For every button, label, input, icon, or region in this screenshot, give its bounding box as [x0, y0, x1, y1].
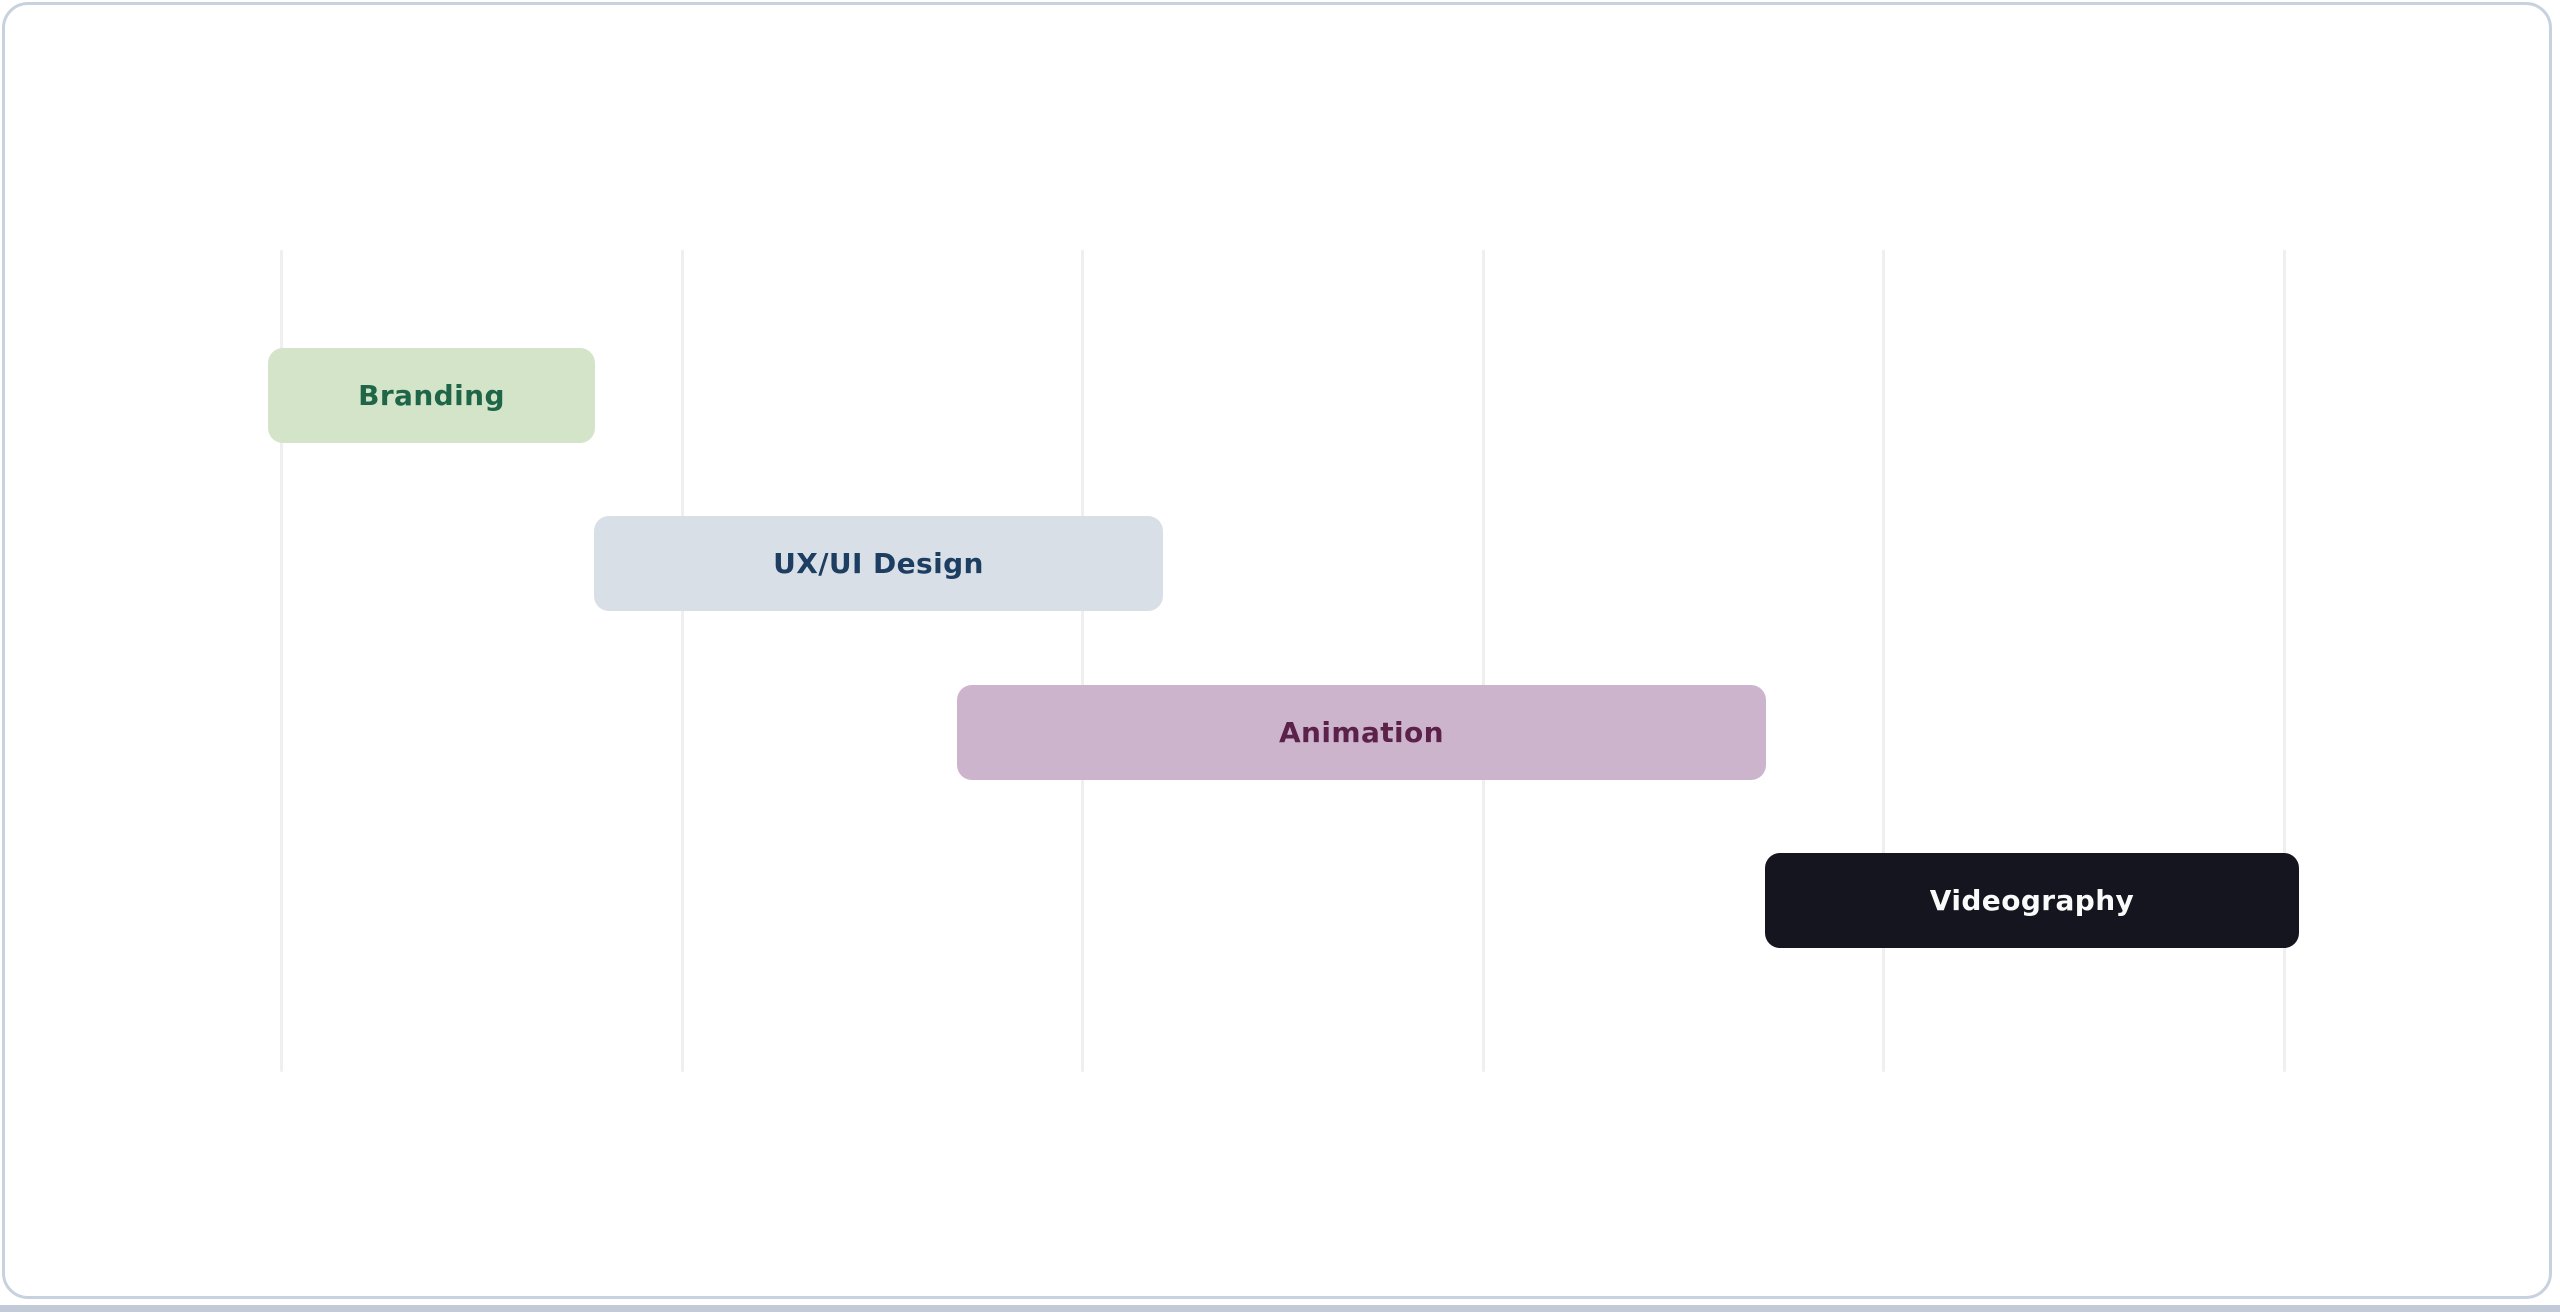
gantt-bar-label-branding: Branding [358, 379, 505, 412]
gridline-6 [2282, 250, 2286, 1072]
gantt-bar-ux-ui-design[interactable]: UX/UI Design [594, 516, 1163, 611]
gantt-bar-label-ux-ui-design: UX/UI Design [773, 547, 984, 580]
gantt-bar-label-videography: Videography [1929, 884, 2135, 917]
gantt-bar-label-animation: Animation [1278, 716, 1445, 749]
gridline-1 [280, 250, 283, 1072]
gantt-bar-videography[interactable]: Videography [1765, 853, 2299, 948]
gantt-bar-branding[interactable]: Branding [268, 348, 595, 443]
gridline-5 [1882, 250, 1885, 1072]
gridline-4 [1481, 250, 1485, 1072]
gridline-3 [1081, 250, 1084, 1072]
next-slide-edge [0, 1305, 2560, 1312]
gantt-bar-animation[interactable]: Animation [957, 685, 1766, 780]
gridline-2 [680, 250, 684, 1072]
